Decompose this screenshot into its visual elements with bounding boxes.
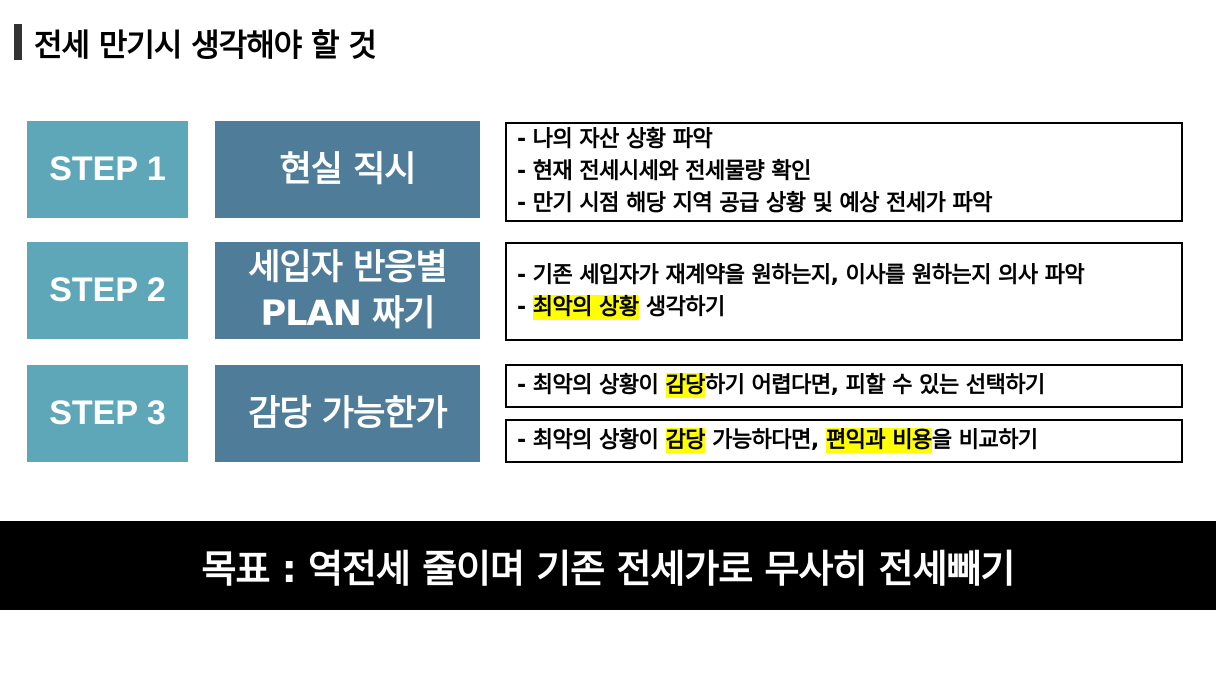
highlight-text: 최악의 상황 (532, 294, 639, 320)
goal-banner: 목표 : 역전세 줄이며 기존 전세가로 무사히 전세빼기 (0, 521, 1216, 610)
step-2-label: STEP 2 (27, 242, 188, 339)
goal-text: 목표 : 역전세 줄이며 기존 전세가로 무사히 전세빼기 (201, 547, 1016, 591)
description-line: - 최악의 상황이 감당하기 어렵다면, 피할 수 있는 선택하기 (517, 373, 1045, 398)
page-title: 전세 만기시 생각해야 할 것 (34, 28, 377, 64)
description-line: - 기존 세입자가 재계약을 원하는지, 이사를 원하는지 의사 파악 (517, 262, 1085, 288)
step-3-name: 감당 가능한가 (215, 365, 480, 462)
highlight-text: 감당 (665, 428, 706, 453)
step-1-name-line: 현실 직시 (279, 149, 417, 190)
highlight-text: 편익과 비용 (825, 428, 932, 453)
step-2-name: 세입자 반응별 PLAN 짜기 (215, 242, 480, 339)
step-2-name-line: 세입자 반응별 (248, 247, 447, 288)
step-1-label: STEP 1 (27, 121, 188, 218)
highlight-text: 감당 (665, 373, 706, 398)
step-2-name-line: PLAN 짜기 (260, 293, 436, 334)
description-line: - 최악의 상황이 감당 가능하다면, 편익과 비용을 비교하기 (517, 428, 1038, 453)
step-1-name: 현실 직시 (215, 121, 480, 218)
description-line: - 나의 자산 상황 파악 (517, 127, 713, 152)
step-1-description-box: - 나의 자산 상황 파악 - 현재 전세시세와 전세물량 확인 - 만기 시점… (505, 122, 1183, 222)
step-3-description-box-1: - 최악의 상황이 감당하기 어렵다면, 피할 수 있는 선택하기 (505, 364, 1183, 408)
step-3-label: STEP 3 (27, 365, 188, 462)
description-line: - 최악의 상황 생각하기 (517, 294, 725, 320)
description-line: - 현재 전세시세와 전세물량 확인 (517, 159, 811, 184)
description-line: - 만기 시점 해당 지역 공급 상황 및 예상 전세가 파악 (517, 191, 993, 216)
step-2-description-box: - 기존 세입자가 재계약을 원하는지, 이사를 원하는지 의사 파악 - 최악… (505, 242, 1183, 341)
step-3-description-box-2: - 최악의 상황이 감당 가능하다면, 편익과 비용을 비교하기 (505, 419, 1183, 463)
step-3-name-line: 감당 가능한가 (248, 393, 447, 434)
title-accent-bar (14, 24, 22, 60)
